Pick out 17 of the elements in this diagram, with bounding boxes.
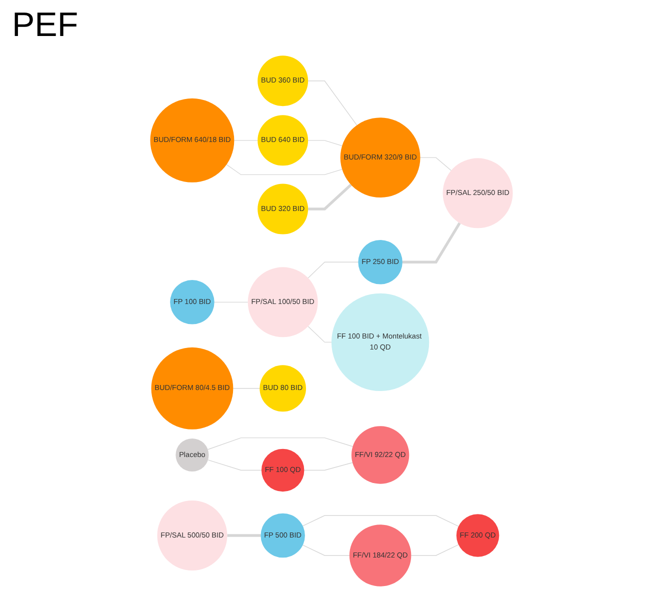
connector xyxy=(227,534,261,537)
connector xyxy=(308,184,352,210)
connector xyxy=(302,544,350,556)
connector xyxy=(207,438,354,450)
connector xyxy=(308,326,332,343)
chart-title: PEF xyxy=(12,6,78,45)
connector xyxy=(302,515,459,527)
connector xyxy=(226,164,342,176)
connector xyxy=(410,544,459,556)
connector xyxy=(308,80,358,126)
connector xyxy=(232,388,260,389)
connector xyxy=(308,262,359,278)
connector xyxy=(420,157,452,171)
connector xyxy=(304,462,353,471)
connector xyxy=(402,222,461,264)
connector xyxy=(308,140,342,146)
connector xyxy=(208,460,262,471)
